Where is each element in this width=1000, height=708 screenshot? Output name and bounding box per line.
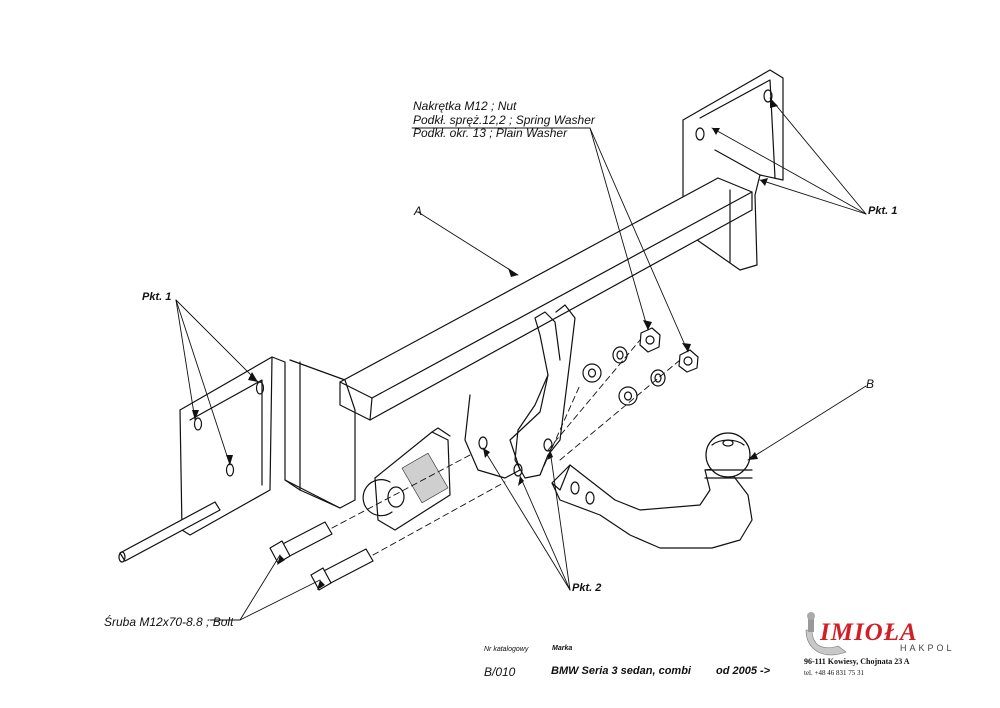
nut-label: Nakrętka M12 ; Nut	[413, 99, 517, 113]
catalog-nr-header: Nr katalogowy	[484, 646, 529, 653]
assembly-lines	[331, 339, 681, 556]
spring-washer-label: Podkł. spręż.12,2 ; Spring Washer	[413, 113, 595, 127]
part-b-label: B	[866, 377, 875, 391]
brand-logo-text: IMIOŁA	[820, 619, 918, 646]
catalog-marka-value: BMW Seria 3 sedan, combi	[551, 665, 691, 677]
catalog-nr-value: B/010	[484, 665, 516, 679]
long-rod	[118, 501, 221, 563]
socket-plate	[362, 427, 451, 531]
company-phone: tel. +48 46 831 75 31	[804, 669, 864, 677]
pkt2-label: Pkt. 2	[572, 582, 602, 594]
pkt1-right-label: Pkt. 1	[868, 205, 898, 217]
bolt-label: Śruba M12x70-8.8 ; Bolt	[104, 615, 234, 629]
brand-logo-sub: HAKPOL	[900, 643, 955, 653]
tow-ball	[551, 432, 753, 549]
cross-beam	[339, 177, 753, 421]
left-mounting-plate	[179, 356, 356, 536]
nuts-washers	[582, 327, 699, 406]
leader-lines	[175, 97, 867, 621]
bolt-upper	[269, 521, 333, 564]
catalog-from-value: od 2005 ->	[716, 665, 771, 677]
arrowheads	[192, 98, 778, 590]
company-address: 96-111 Kowiesy, Chojnata 23 A	[804, 657, 910, 666]
logo-icon	[805, 612, 847, 656]
pkt1-left-label: Pkt. 1	[142, 291, 172, 303]
plain-washer-label: Podkł. okr. 13 ; Plain Washer	[413, 126, 568, 140]
part-a-label: A	[414, 204, 423, 218]
catalog-marka-header: Marka	[552, 645, 573, 652]
